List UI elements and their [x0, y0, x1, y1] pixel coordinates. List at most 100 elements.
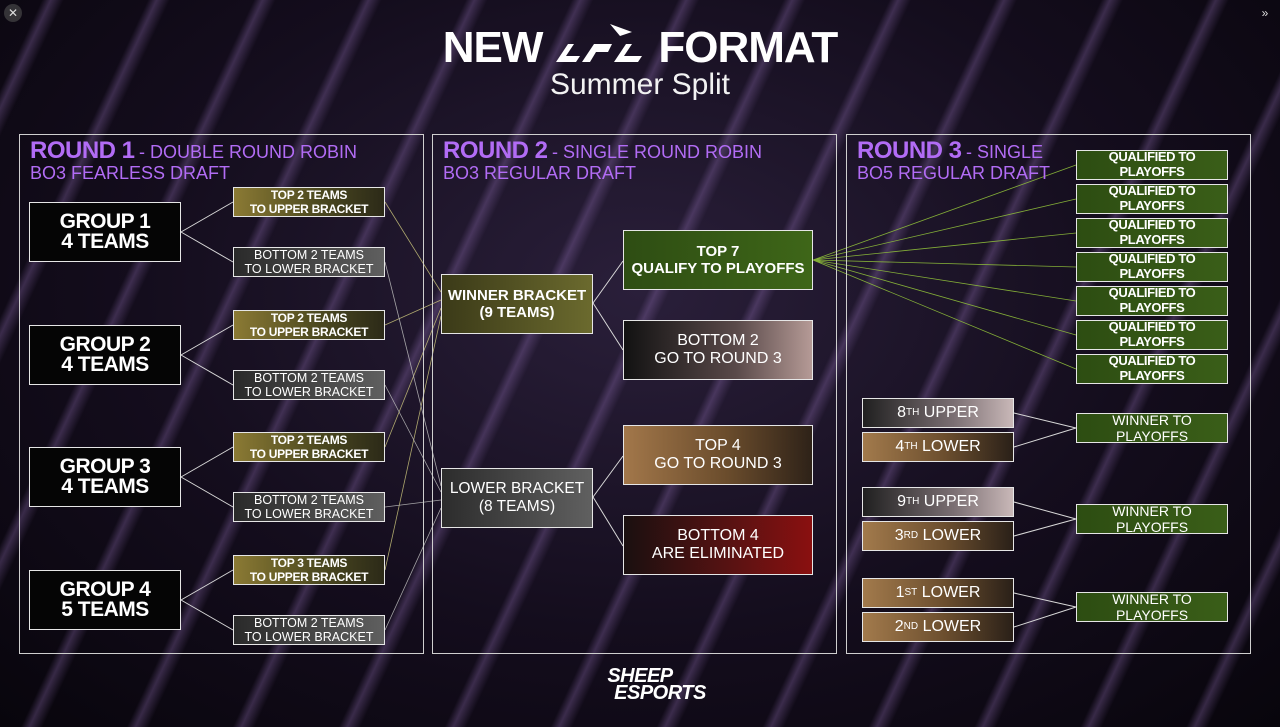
round1-panel: ROUND 1 - DOUBLE ROUND ROBIN BO3 FEARLES… — [19, 134, 424, 654]
lower-line1: BOTTOM 2 TEAMS — [254, 616, 364, 630]
bottom4-desc: ARE ELIMINATED — [651, 545, 785, 562]
upper-line2: TO UPPER BRACKET — [249, 570, 369, 584]
bottom2-box: BOTTOM 2 GO TO ROUND 3 — [623, 320, 813, 380]
seed-suffix: TH — [905, 496, 920, 508]
round2-panel: ROUND 2 - SINGLE ROUND ROBIN BO3 REGULAR… — [432, 134, 837, 654]
page-title: NEW FORMAT — [0, 22, 1280, 74]
bottom4-label: BOTTOM 4 — [677, 526, 759, 544]
group-2-upper: TOP 2 TEAMS TO UPPER BRACKET — [233, 310, 385, 340]
round3-heading: ROUND 3 - SINGLE BO5 REGULAR DRAFT — [857, 137, 1050, 184]
lower-line2: TO LOWER BRACKET — [244, 385, 374, 399]
group-teams: 4 TEAMS — [61, 353, 149, 376]
upper-line2: TO UPPER BRACKET — [249, 447, 369, 461]
qualified-3: QUALIFIED TO PLAYOFFS — [1076, 217, 1228, 248]
lower-line2: TO LOWER BRACKET — [244, 507, 374, 521]
qualified-5: QUALIFIED TO PLAYOFFS — [1076, 285, 1228, 316]
close-icon[interactable]: ✕ — [4, 4, 22, 22]
lower-line1: BOTTOM 2 TEAMS — [254, 371, 364, 385]
top4-label: TOP 4 — [695, 436, 741, 454]
seed-suffix: ND — [903, 621, 919, 633]
group-label: GROUP 4 — [59, 578, 151, 601]
lower-line2: TO LOWER BRACKET — [244, 262, 374, 276]
group-1-lower: BOTTOM 2 TEAMS TO LOWER BRACKET — [233, 247, 385, 277]
upper-line1: TOP 2 TEAMS — [270, 433, 348, 447]
title-right: FORMAT — [658, 23, 838, 72]
round3-mode: - SINGLE — [965, 142, 1043, 162]
winner-bracket-count: (9 TEAMS) — [479, 304, 555, 321]
qualified-7: QUALIFIED TO PLAYOFFS — [1076, 353, 1228, 384]
round3-title: ROUND 3 — [857, 137, 962, 164]
seed-word: UPPER — [923, 492, 979, 510]
double-chevron-right-icon[interactable]: » — [1261, 6, 1269, 20]
bottom4-box: BOTTOM 4 ARE ELIMINATED — [623, 515, 813, 575]
group-4-upper: TOP 3 TEAMS TO UPPER BRACKET — [233, 555, 385, 585]
round3-panel: ROUND 3 - SINGLE BO5 REGULAR DRAFT — [846, 134, 1251, 654]
round1-draft: BO3 FEARLESS DRAFT — [30, 163, 231, 183]
title-left: NEW — [442, 23, 544, 72]
footer-line1: SHEEP — [607, 665, 673, 687]
round1-mode: - DOUBLE ROUND ROBIN — [138, 142, 357, 162]
top4-desc: GO TO ROUND 3 — [654, 455, 782, 472]
group-2-box: GROUP 2 4 TEAMS — [29, 325, 181, 385]
winner-bracket-box: WINNER BRACKET (9 TEAMS) — [441, 274, 593, 334]
lower-bracket-label: LOWER BRACKET — [449, 480, 585, 498]
group-4-box: GROUP 4 5 TEAMS — [29, 570, 181, 630]
seed-suffix: TH — [905, 407, 920, 419]
qualified-4: QUALIFIED TO PLAYOFFS — [1076, 251, 1228, 282]
group-3-upper: TOP 2 TEAMS TO UPPER BRACKET — [233, 432, 385, 462]
group-1-upper: TOP 2 TEAMS TO UPPER BRACKET — [233, 187, 385, 217]
seed-word: UPPER — [923, 403, 979, 421]
qualified-6: QUALIFIED TO PLAYOFFS — [1076, 319, 1228, 350]
qualified-1: QUALIFIED TO PLAYOFFS — [1076, 149, 1228, 180]
round3-draft: BO5 REGULAR DRAFT — [857, 163, 1051, 183]
round2-title: ROUND 2 — [443, 137, 548, 164]
group-4-lower: BOTTOM 2 TEAMS TO LOWER BRACKET — [233, 615, 385, 645]
seed-number: 4 — [895, 437, 905, 455]
group-teams: 4 TEAMS — [61, 475, 149, 498]
header: NEW FORMAT Summer Split — [0, 22, 1280, 102]
top7-label: TOP 7 — [696, 242, 740, 260]
group-label: GROUP 3 — [59, 455, 151, 478]
upper-line1: TOP 2 TEAMS — [270, 311, 348, 325]
top4-box: TOP 4 GO TO ROUND 3 — [623, 425, 813, 485]
seed-number: 2 — [894, 617, 904, 635]
lower-line2: TO LOWER BRACKET — [244, 630, 374, 644]
bottom2-label: BOTTOM 2 — [677, 331, 759, 349]
winner-bracket-label: WINNER BRACKET — [447, 286, 587, 304]
seed-suffix: TH — [904, 441, 918, 453]
round1-title: ROUND 1 — [30, 137, 135, 164]
match1-result: WINNER TO PLAYOFFS — [1076, 412, 1228, 444]
match3-result: WINNER TO PLAYOFFS — [1076, 591, 1228, 623]
match2-result: WINNER TO PLAYOFFS — [1076, 503, 1228, 535]
round2-draft: BO3 REGULAR DRAFT — [443, 163, 637, 183]
lower-line1: BOTTOM 2 TEAMS — [254, 493, 364, 507]
group-label: GROUP 2 — [59, 333, 151, 356]
footer-line2: ESPORTS — [614, 682, 706, 704]
seed-suffix: RD — [903, 530, 919, 542]
bottom2-desc: GO TO ROUND 3 — [654, 350, 782, 367]
seed-word: LOWER — [922, 617, 982, 635]
seed-word: LOWER — [921, 583, 981, 601]
lower-bracket-count: (8 TEAMS) — [478, 498, 556, 515]
group-3-box: GROUP 3 4 TEAMS — [29, 447, 181, 507]
upper-line1: TOP 2 TEAMS — [270, 188, 348, 202]
seed-number: 1 — [895, 583, 905, 601]
seed-suffix: ST — [904, 587, 918, 599]
seed-number: 3 — [894, 526, 904, 544]
group-teams: 5 TEAMS — [61, 598, 149, 621]
top7-box: TOP 7 QUALIFY TO PLAYOFFS — [623, 230, 813, 290]
upper-line2: TO UPPER BRACKET — [249, 202, 369, 216]
seed-number: 8 — [897, 403, 906, 421]
group-label: GROUP 1 — [59, 210, 151, 233]
lower-line1: BOTTOM 2 TEAMS — [254, 248, 364, 262]
round2-mode: - SINGLE ROUND ROBIN — [551, 142, 762, 162]
group-1-box: GROUP 1 4 TEAMS — [29, 202, 181, 262]
group-teams: 4 TEAMS — [61, 230, 149, 253]
seed-word: LOWER — [922, 526, 982, 544]
group-3-lower: BOTTOM 2 TEAMS TO LOWER BRACKET — [233, 492, 385, 522]
